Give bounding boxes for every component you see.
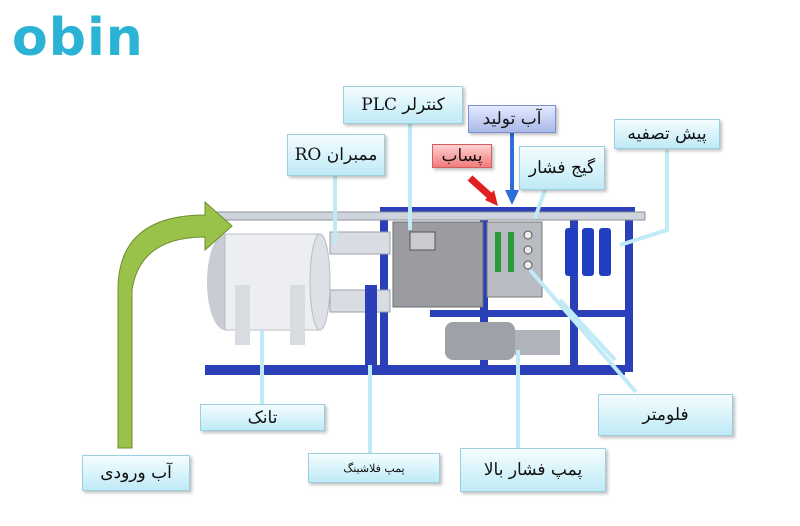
high-pressure-pump: [445, 322, 560, 360]
prefilters: [565, 228, 611, 276]
label-ro-membrane: ممبران RO: [287, 134, 385, 176]
label-product-water: آب تولید: [468, 105, 556, 133]
inlet-water-arrow: [117, 200, 233, 449]
plc-cabinet: [392, 221, 484, 308]
machine-frame: [204, 207, 646, 375]
leader-lines: [260, 124, 669, 453]
label-high-pressure-pump: پمپ فشار بالا: [460, 448, 606, 492]
tank: [207, 233, 331, 345]
label-pretreatment: پیش تصفیه: [614, 119, 720, 149]
label-tank: تانک: [200, 404, 325, 431]
label-flowmeter: فلومتر: [598, 394, 733, 436]
label-flushing-pump: پمپ فلاشینگ: [308, 453, 440, 483]
label-reject: پساب: [432, 144, 492, 168]
obin-logo: obin: [12, 8, 144, 68]
flushing-pump: [365, 285, 377, 365]
label-pressure-gauge: گیج فشار: [519, 146, 605, 190]
label-inlet-water: آب ورودی: [82, 455, 190, 491]
gauge-panel: [486, 221, 543, 298]
reject-arrow: [467, 175, 493, 199]
label-plc-controller: کنترلر PLC: [343, 86, 463, 124]
